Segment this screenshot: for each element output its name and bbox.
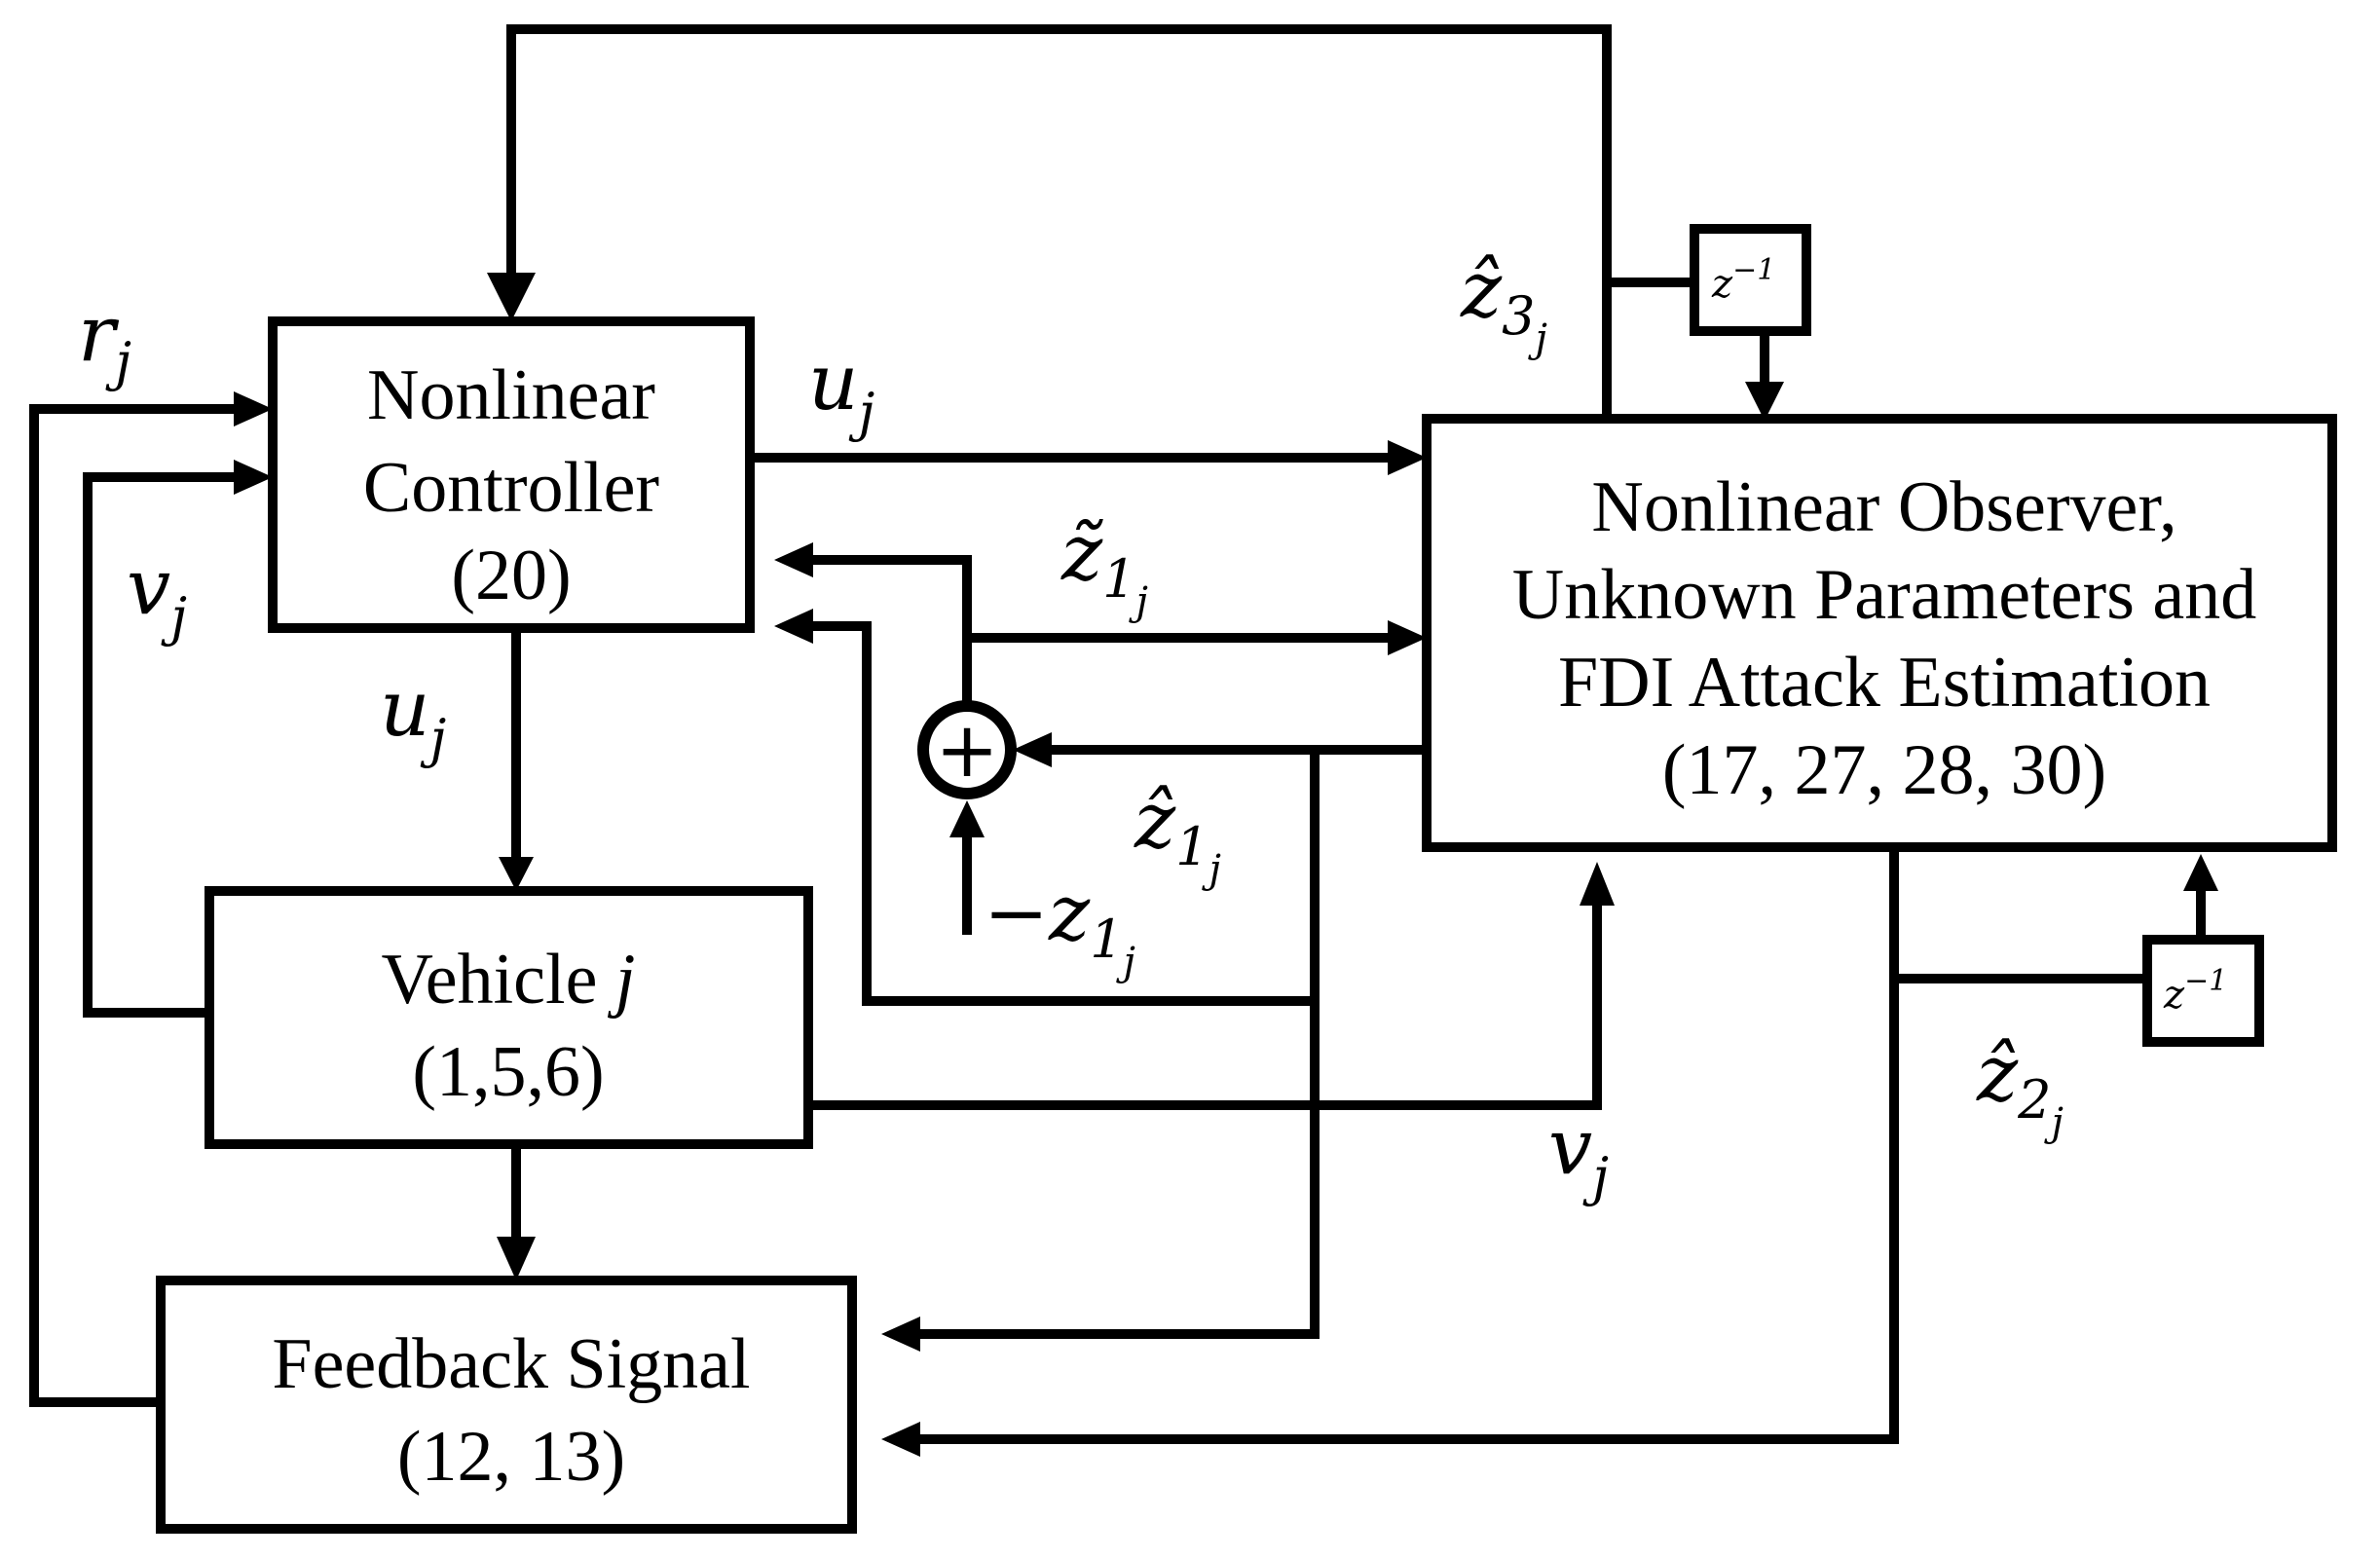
controller-label-line3: (20) [451,536,571,615]
arrowhead-delay-right-up [2183,854,2218,891]
label-u-down: uj [380,663,446,769]
vehicle-label-line2: (1,5,6) [412,1032,604,1112]
label-z2-hat-sub: 2 [2017,1069,2051,1131]
controller-label-line2: Controller [363,448,659,528]
observer-label-line3: FDI Attack Estimation [1558,643,2211,723]
label-v-left-base: v [127,541,170,632]
observer-label-line2: Unknown Parameters and [1512,555,2256,635]
label-u-top: uj [808,337,874,443]
wire-v-to-observer [813,901,1602,1110]
label-z2-hat-base: ẑ [1976,1028,2019,1119]
delay-right-exp: −1 [2184,964,2227,998]
arrowhead-controller-top [487,273,536,321]
feedback-label-line1: Feedback Signal [272,1324,750,1404]
arrowhead-z1-hat-summer [1013,732,1052,767]
label-v-bottom: vj [1548,1101,1609,1207]
vehicle-block [205,886,813,1149]
wire-v-into-controller [83,472,239,1018]
arrowhead-vehicle-feedback [497,1237,536,1280]
label-z1-hat: ẑ1j [1134,775,1221,892]
delay-top-label: z−1 [1711,253,1775,307]
delay-block-top [1690,224,1811,336]
label-v-bottom-base: v [1548,1101,1592,1192]
delay-top-base: z [1711,262,1733,307]
label-z2-hat: ẑ2j [1976,1028,2064,1145]
wire-r-into-controller [29,404,239,1407]
label-r: rj [78,288,131,392]
arrowhead-delay-top-down [1745,382,1784,421]
arrowhead-z1-hat-controller [774,609,813,644]
controller-block [268,316,755,633]
arrowhead-z1-hat-feedback [881,1317,920,1352]
arrowhead-v-left [234,460,273,495]
label-z1-tilde: z̃1j [1060,507,1148,624]
arrowhead-z2-feedback [881,1422,920,1457]
label-z3-hat-base: ẑ [1460,244,1503,335]
delay-top-exp: −1 [1732,253,1775,287]
summing-junction-plus: + [935,707,998,795]
observer-block [1422,414,2337,852]
label-neg-z1: −z1j [984,868,1135,984]
label-u-down-base: u [380,663,430,754]
feedback-signal-block [156,1276,857,1534]
arrowhead-u-vehicle [499,857,534,891]
wire-z3-feedback-loop [506,24,1612,419]
label-z3-hat: ẑ3j [1460,244,1547,361]
arrowhead-v-observer [1580,862,1615,906]
label-z1-hat-base: ẑ [1134,775,1176,866]
vehicle-label-line1: Vehicle j [382,940,636,1020]
wire-z2-to-feedback [915,847,1899,1444]
label-neg-z1-sub: 1 [1090,909,1123,970]
controller-label-line1: Nonlinear [367,355,655,435]
label-u-top-base: u [808,337,859,427]
feedback-label-line2: (12, 13) [397,1417,625,1497]
label-z3-hat-sub: 3 [1502,285,1535,347]
observer-label-line1: Nonlinear Observer, [1591,467,2176,547]
arrowhead-u-observer [1388,440,1427,475]
arrowhead-z1-tilde-controller [774,542,813,577]
observer-label-line4: (17, 27, 28, 30) [1662,730,2106,810]
arrowhead-z1-tilde-observer [1388,620,1427,655]
arrowhead-neg-z1 [949,800,985,837]
delay-right-base: z [2163,973,2185,1018]
label-z1-tilde-base: z̃ [1060,507,1103,598]
wire-z1-tilde-to-controller [808,555,972,711]
wire-z1-hat-to-feedback [915,755,1320,1339]
summing-junction [917,700,1017,799]
label-neg-z1-base: −z [984,868,1091,958]
vehicle-label-text: Vehicle [382,940,615,1020]
label-z1-hat-sub: 1 [1175,816,1209,877]
delay-block-right [2142,935,2264,1047]
delay-right-label: z−1 [2163,964,2227,1018]
wire-z1-hat-to-controller [808,621,1320,1006]
label-z1-tilde-sub: 1 [1102,548,1135,610]
label-v-left: vj [127,541,187,648]
label-r-base: r [78,288,120,379]
arrowhead-r [234,391,273,427]
